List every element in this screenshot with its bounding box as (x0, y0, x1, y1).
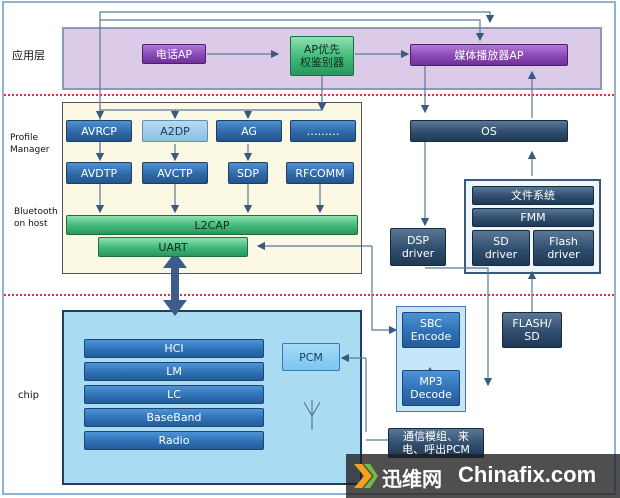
profile-a2dp[interactable]: A2DP (142, 120, 208, 142)
lane-label-bt-host: Bluetooth on host (14, 207, 58, 229)
flash-sd-box[interactable]: FLASH/ SD (502, 312, 562, 348)
protocol-avctp[interactable]: AVCTP (142, 162, 208, 184)
protocol-rfcomm[interactable]: RFCOMM (286, 162, 354, 184)
pcm-box[interactable]: PCM (282, 343, 340, 371)
os-bar[interactable]: OS (410, 120, 568, 142)
chip-layer-lc[interactable]: LC (84, 385, 264, 404)
protocol-sdp[interactable]: SDP (228, 162, 268, 184)
separator-chip (4, 294, 614, 296)
phone-ap-box[interactable]: 电话AP (142, 44, 206, 64)
comm-module-box[interactable]: 通信模组、来电、呼出PCM (388, 428, 484, 458)
lane-label-chip: chip (18, 390, 39, 401)
flash-driver-box[interactable]: Flash driver (533, 230, 594, 266)
lane-label-app: 应用层 (12, 49, 45, 62)
chip-layer-hci[interactable]: HCI (84, 339, 264, 358)
watermark-brand-en: Chinafix.com (458, 462, 597, 487)
chip-layer-lm[interactable]: LM (84, 362, 264, 381)
chip-layer-baseband[interactable]: BaseBand (84, 408, 264, 427)
media-player-ap-box[interactable]: 媒体播放器AP (410, 44, 568, 66)
uart-bar[interactable]: UART (98, 237, 248, 257)
separator-app (4, 94, 614, 96)
ap-arbiter-box[interactable]: AP优先 权鉴别器 (290, 36, 354, 76)
dsp-driver-box[interactable]: DSP driver (390, 228, 446, 266)
chip-layer-radio[interactable]: Radio (84, 431, 264, 450)
watermark-logo-icon (352, 462, 378, 490)
lane-label-profile: Profile Manager (10, 133, 50, 155)
protocol-avdtp[interactable]: AVDTP (66, 162, 132, 184)
sd-driver-box[interactable]: SD driver (472, 230, 530, 266)
watermark-brand-cn: 迅维网 (382, 467, 442, 491)
sbc-encode-box[interactable]: SBC Encode (402, 312, 460, 348)
watermark: 迅维网 Chinafix.com (346, 454, 620, 498)
l2cap-bar[interactable]: L2CAP (66, 215, 358, 235)
fmm-box[interactable]: FMM (472, 208, 594, 227)
profile-avrcp[interactable]: AVRCP (66, 120, 132, 142)
antenna-icon (304, 400, 320, 430)
profile-more[interactable]: ……… (290, 120, 356, 142)
profile-ag[interactable]: AG (216, 120, 282, 142)
mp3-decode-box[interactable]: MP3 Decode (402, 370, 460, 406)
filesystem-box[interactable]: 文件系统 (472, 186, 594, 205)
